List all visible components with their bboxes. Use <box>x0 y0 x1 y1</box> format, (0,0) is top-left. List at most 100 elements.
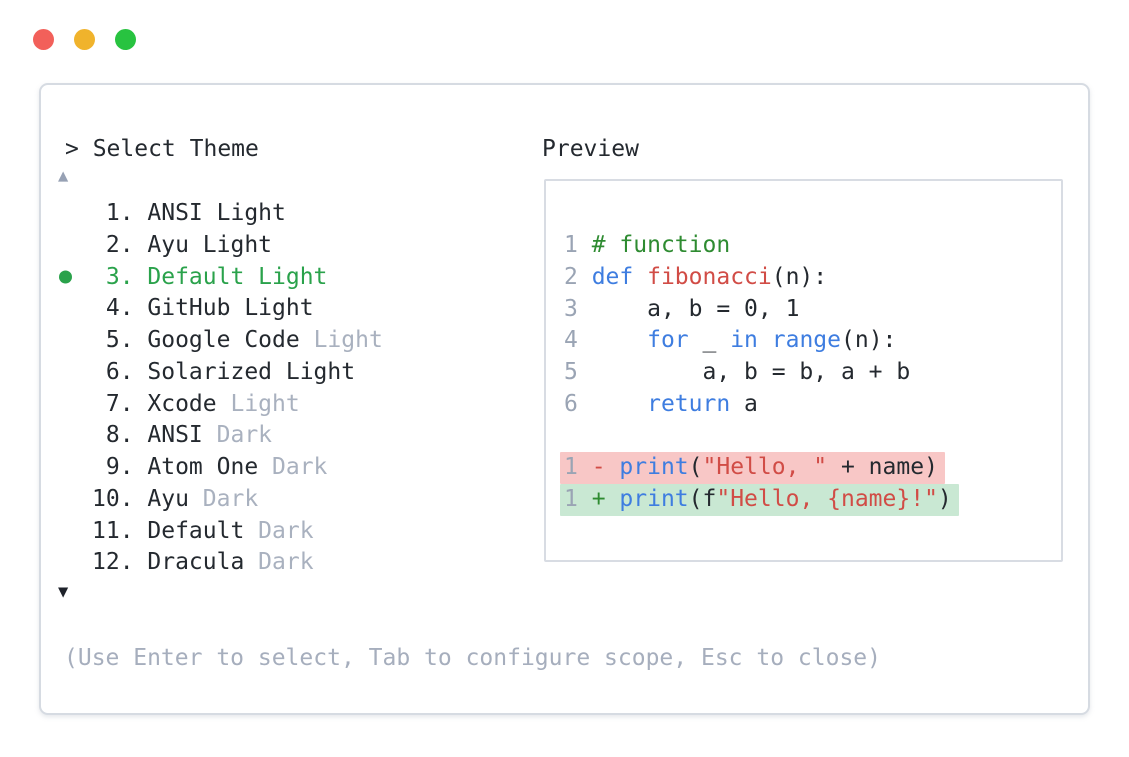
theme-item-number: 8. <box>92 422 148 449</box>
theme-item-name: Solarized Light <box>147 358 356 385</box>
scroll-up-icon[interactable]: ▲ <box>58 166 69 186</box>
code-line: 5 a, b = b, a + b <box>560 357 1061 389</box>
theme-list-item[interactable]: 8. ANSI Dark <box>92 420 383 452</box>
code-token: a <box>730 390 758 417</box>
code-token <box>758 327 772 353</box>
theme-item-variant-dim: Light <box>313 327 383 353</box>
keyboard-hint: (Use Enter to select, Tab to configure s… <box>64 645 881 671</box>
code-token: - <box>591 454 620 481</box>
code-line-content: 2 def fibonacci(n): <box>560 262 834 294</box>
code-token <box>633 264 647 290</box>
theme-list-item[interactable]: 5. Google Code Light <box>92 325 383 357</box>
theme-list-item[interactable]: 3. Default Light <box>59 262 383 294</box>
theme-item-name: Google Code <box>147 327 314 353</box>
theme-item-number: 9. <box>92 454 148 480</box>
theme-list-item[interactable]: 2. Ayu Light <box>92 230 383 262</box>
code-token: def <box>591 263 634 290</box>
line-number: 6 <box>564 390 592 417</box>
theme-item-number: 3. <box>92 263 148 290</box>
theme-item-number: 10. <box>92 485 148 512</box>
theme-list-item[interactable]: 10. Ayu Dark <box>92 484 383 516</box>
theme-item-variant-dim: Light <box>230 390 300 417</box>
code-line-content: 1 + print(f"Hello, {name}!") <box>560 484 959 516</box>
code-line: 2 def fibonacci(n): <box>560 262 1061 294</box>
theme-list-item[interactable]: 12. Dracula Dark <box>92 547 383 579</box>
theme-item-name: Ayu <box>147 485 203 512</box>
theme-item-variant-dim: Dark <box>202 485 259 512</box>
line-number: 5 <box>564 359 592 385</box>
theme-item-number: 5. <box>92 327 148 353</box>
theme-list-item[interactable]: 6. Solarized Light <box>92 357 383 389</box>
theme-item-number: 12. <box>92 549 148 576</box>
theme-item-variant-dim: Dark <box>258 549 314 576</box>
theme-list-item[interactable]: 7. Xcode Light <box>92 389 383 421</box>
line-number: 2 <box>564 263 592 290</box>
theme-list: 1. ANSI Light 2. Ayu Light 3. Default Li… <box>59 198 383 579</box>
code-token <box>592 391 647 417</box>
code-token: return <box>647 390 731 417</box>
code-line-content: 4 for _ in range(n): <box>560 325 903 357</box>
theme-item-name: GitHub Light <box>147 295 314 322</box>
code-token: "Hello, " <box>702 454 828 481</box>
line-number: 1 <box>564 486 592 512</box>
code-line: 1 # function <box>560 230 1061 262</box>
theme-list-item[interactable]: 4. GitHub Light <box>92 293 383 325</box>
theme-item-name: Dracula <box>147 549 259 576</box>
code-token: + <box>591 486 620 512</box>
theme-item-name: Xcode <box>147 390 231 417</box>
scroll-down-icon[interactable]: ▼ <box>58 582 69 602</box>
theme-item-name: ANSI Light <box>147 200 286 226</box>
code-token: ) <box>937 486 952 512</box>
code-token: for <box>647 327 689 354</box>
diff-line-del: 1 - print("Hello, " + name) <box>560 452 1061 484</box>
code-line: 6 return a <box>560 389 1061 421</box>
theme-item-number: 2. <box>92 231 148 258</box>
theme-item-name: Atom One <box>147 454 273 480</box>
code-line: 4 for _ in range(n): <box>560 325 1061 357</box>
code-token: print <box>619 454 689 481</box>
code-token: ( <box>688 454 703 481</box>
code-token: (n): <box>771 263 828 290</box>
theme-list-item[interactable]: 1. ANSI Light <box>92 198 383 230</box>
select-theme-prompt: > Select Theme <box>65 136 259 162</box>
line-number: 1 <box>564 454 592 481</box>
code-token: (f <box>688 486 717 512</box>
theme-item-number: 7. <box>92 390 148 417</box>
theme-picker-panel: > Select Theme Preview ▲ 1. ANSI Light 2… <box>39 83 1090 715</box>
code-token: + name) <box>827 454 938 481</box>
theme-item-number: 6. <box>92 358 148 385</box>
code-token: a, b = b, a + b <box>591 359 911 385</box>
theme-item-number: 1. <box>92 200 148 226</box>
traffic-light-zoom-icon[interactable] <box>115 29 136 50</box>
theme-list-item[interactable]: 9. Atom One Dark <box>92 452 383 484</box>
code-token: _ <box>688 327 731 354</box>
code-token: print <box>619 486 689 512</box>
traffic-light-minimize-icon[interactable] <box>74 29 95 50</box>
line-number: 4 <box>564 327 592 354</box>
theme-item-variant-dim: Dark <box>272 454 328 480</box>
theme-list-item[interactable]: 11. Default Dark <box>92 516 383 548</box>
code-token <box>592 327 647 353</box>
line-number: 3 <box>564 295 592 322</box>
theme-item-name: Default <box>147 517 259 544</box>
code-token: range <box>771 327 841 354</box>
code-token: fibonacci <box>647 263 772 290</box>
code-line-content: 1 # function <box>560 230 737 262</box>
theme-item-name: Ayu Light <box>147 231 273 258</box>
selected-dot-icon <box>59 270 72 284</box>
line-number: 1 <box>564 232 592 258</box>
theme-item-number: 11. <box>92 517 148 544</box>
diff-line-add: 1 + print(f"Hello, {name}!") <box>560 484 1061 516</box>
theme-item-number: 4. <box>92 295 148 322</box>
code-token: a, b = 0, 1 <box>591 295 800 322</box>
window-controls <box>33 29 136 50</box>
preview-title: Preview <box>542 136 639 162</box>
theme-item-variant-dim: Dark <box>258 517 314 544</box>
theme-item-name: Default Light <box>147 263 328 290</box>
code-line-content: 1 - print("Hello, " + name) <box>560 452 945 484</box>
traffic-light-close-icon[interactable] <box>33 29 54 50</box>
code-line-content: 5 a, b = b, a + b <box>560 357 917 389</box>
code-token: # function <box>591 232 731 258</box>
